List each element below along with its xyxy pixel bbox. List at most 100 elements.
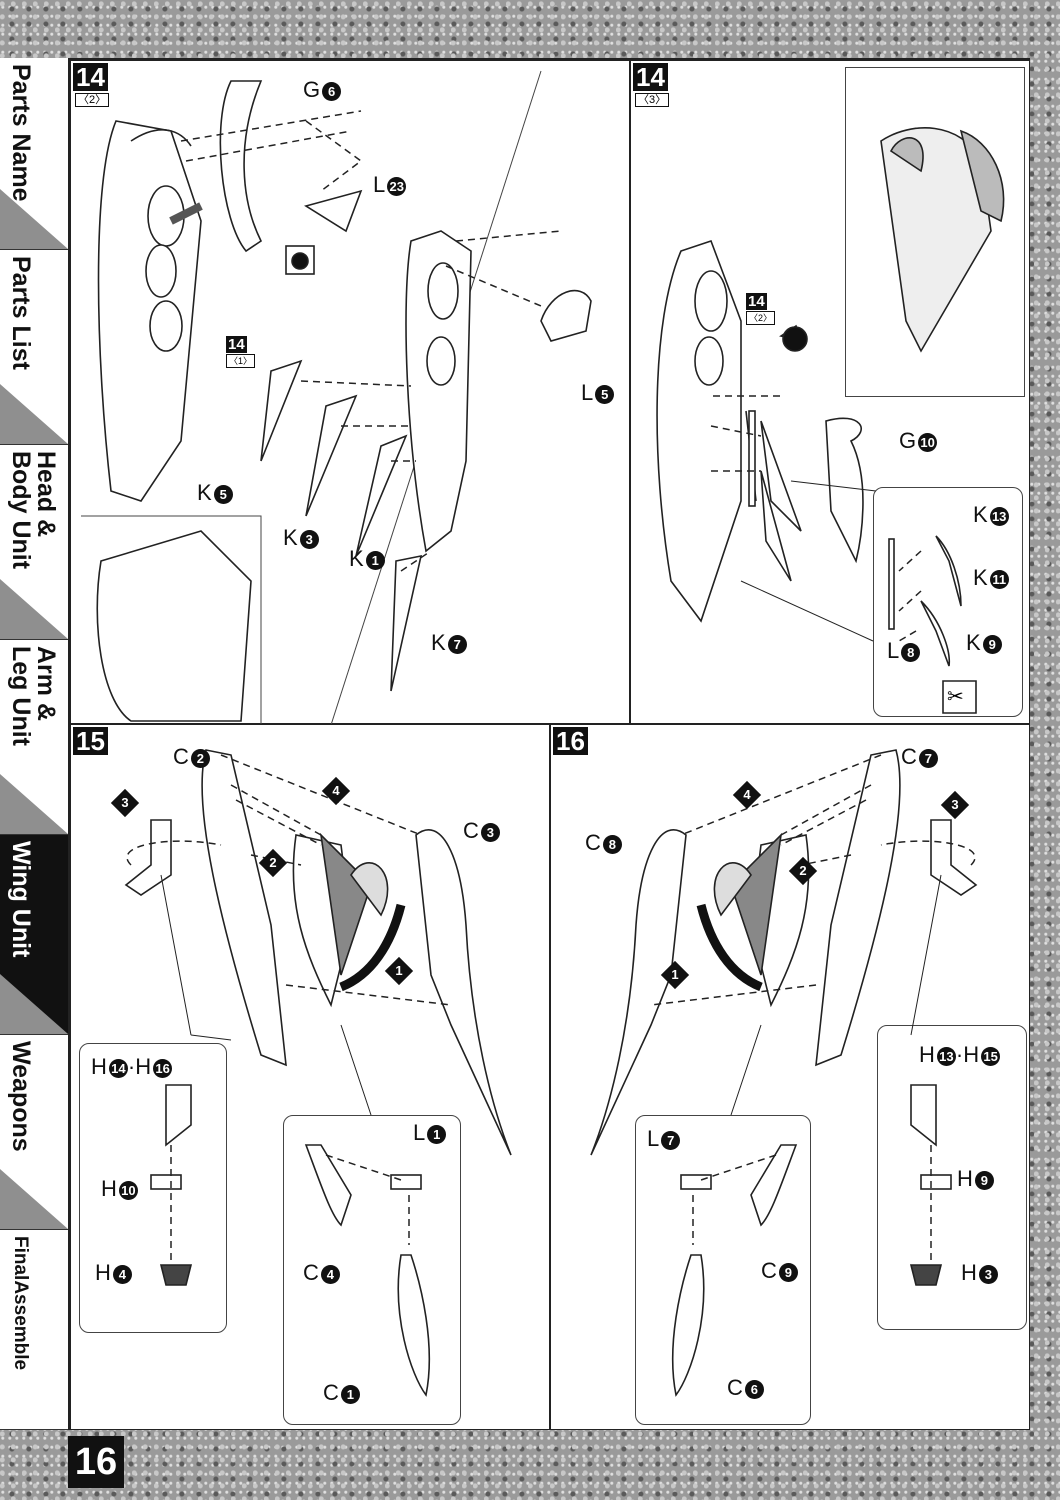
part-number: 9 <box>974 1171 994 1190</box>
page-number: 16 <box>68 1436 124 1488</box>
part-number: 14 <box>108 1059 128 1078</box>
part-number: 15 <box>981 1047 1001 1066</box>
part-number: 16 <box>153 1059 173 1078</box>
part-number: 13 <box>936 1047 956 1066</box>
detail-callout <box>877 1025 1027 1330</box>
tab-wing-unit[interactable]: Wing Unit <box>0 835 68 1035</box>
part-number: 10 <box>118 1181 138 1200</box>
step-number: 16 <box>553 727 588 755</box>
part-number: 2 <box>190 749 210 768</box>
section-tabs: Parts Name Parts List Head & Body Unit A… <box>0 58 68 1430</box>
part-letter: C <box>761 1258 777 1283</box>
part-letter: K <box>283 525 298 550</box>
sub-step: 〈2〉 <box>75 93 110 107</box>
part-letter: 4 <box>332 783 340 798</box>
part-number: 8 <box>901 643 921 662</box>
part-number: 6 <box>744 1380 764 1399</box>
ref-step-number: 14 <box>226 336 247 353</box>
part-letter: C <box>303 1260 319 1285</box>
part-letter: G <box>303 77 321 102</box>
tab-parts-name[interactable]: Parts Name <box>0 58 68 250</box>
part-number: 1 <box>427 1125 447 1144</box>
part-letter: H <box>101 1176 117 1201</box>
part-number: 1 <box>365 551 385 570</box>
tab-final-assemble[interactable]: FinalAssemble <box>0 1230 68 1430</box>
order-step-2: 2 <box>788 856 818 886</box>
part-letter: K <box>349 546 364 571</box>
part-letter: L <box>647 1126 660 1151</box>
part-number: 3 <box>480 823 500 842</box>
part-letter: G <box>899 428 917 453</box>
part-letter: 3 <box>951 797 959 812</box>
tab-parts-list[interactable]: Parts List <box>0 250 68 445</box>
wing-assembly-drawing <box>81 70 592 725</box>
part-letter: H <box>961 1260 977 1285</box>
order-step-4: 4 <box>321 776 351 806</box>
part-number: 9 <box>778 1263 798 1282</box>
part-number: 9 <box>982 635 1002 654</box>
part-letter: K <box>197 480 212 505</box>
part-number: 7 <box>661 1131 681 1150</box>
part-number: 7 <box>918 749 938 768</box>
part-letter: H <box>135 1054 152 1079</box>
part-letter: 2 <box>799 863 807 878</box>
tab-arm-leg[interactable]: Arm & Leg Unit <box>0 640 68 835</box>
part-letter: 1 <box>395 963 403 978</box>
part-number: 10 <box>918 433 938 452</box>
ref-sub-step: 〈2〉 <box>746 311 776 325</box>
order-step-1: 1 <box>660 960 690 990</box>
part-letter: C <box>173 744 189 769</box>
tab-head-body[interactable]: Head & Body Unit <box>0 445 68 640</box>
part-letter: 1 <box>671 967 679 982</box>
sub-step: 〈3〉 <box>635 93 670 107</box>
part-letter: C <box>323 1380 339 1405</box>
ref-sub-step: 〈1〉 <box>226 354 256 368</box>
part-number: 11 <box>989 570 1009 589</box>
part-number: 23 <box>387 177 407 196</box>
part-number: 1 <box>340 1385 360 1404</box>
order-step-2: 2 <box>258 848 288 878</box>
part-letter: H <box>919 1042 935 1067</box>
part-number: 5 <box>595 385 615 404</box>
step-number: 14 <box>633 63 668 91</box>
part-letter: H <box>91 1054 107 1079</box>
part-letter: K <box>973 502 988 527</box>
part-number: 13 <box>989 507 1009 526</box>
wing-15-drawing <box>124 749 512 1397</box>
nipper-cut-icon: ✂ <box>947 686 964 708</box>
tab-label: Parts Name <box>7 64 35 202</box>
tab-weapons[interactable]: Weapons <box>0 1035 68 1230</box>
detail-callout <box>283 1115 461 1425</box>
part-letter: C <box>901 744 917 769</box>
part-number: 5 <box>213 485 233 504</box>
part-letter: C <box>585 830 601 855</box>
tab-label: Wing Unit <box>7 841 35 958</box>
part-number: 4 <box>320 1265 340 1284</box>
part-letter: L <box>887 638 900 663</box>
part-letter: 3 <box>121 795 129 810</box>
part-number: 3 <box>978 1265 998 1284</box>
